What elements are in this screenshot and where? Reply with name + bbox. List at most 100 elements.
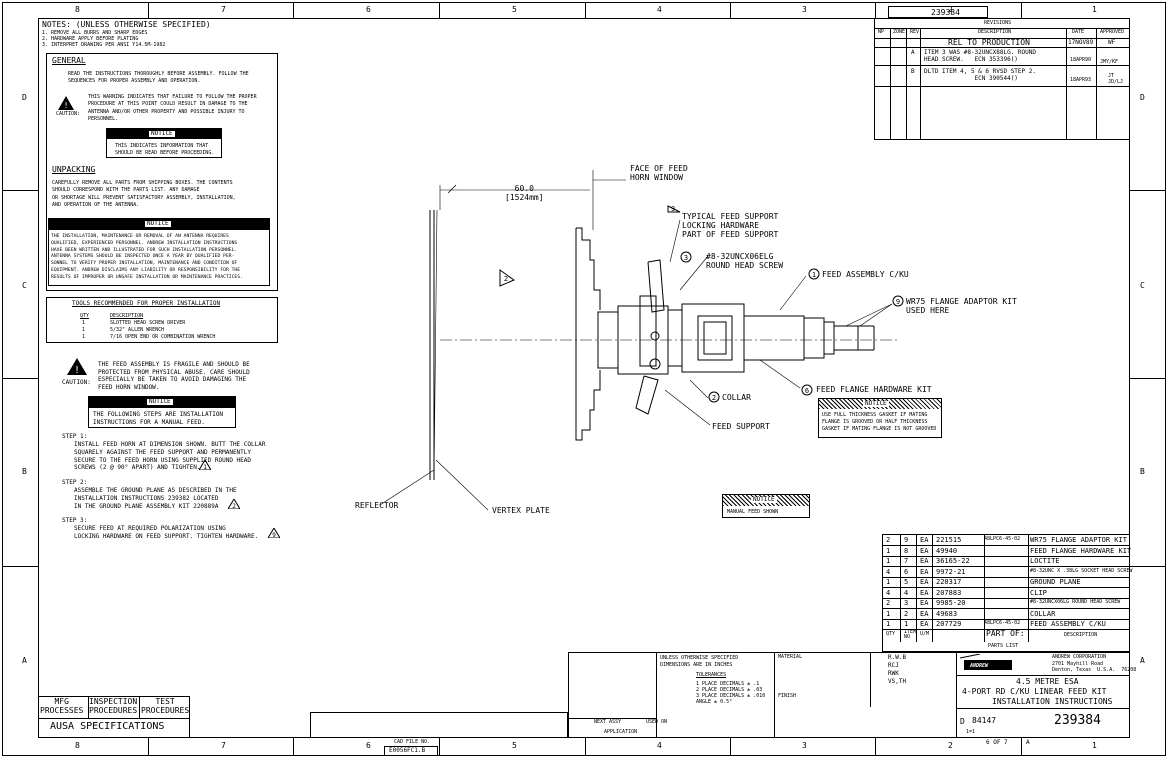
callout-6: 9 (671, 205, 675, 213)
rev-row-2-rev: A (911, 49, 915, 56)
rev-header-date: DATE (1072, 29, 1085, 35)
note-line-1: 1. REMOVE ALL BURRS AND SHARP EDGES (42, 30, 148, 36)
svg-text:!: ! (74, 365, 80, 375)
parts-cell-item: 6 (904, 567, 909, 576)
sheet-value: 6 OF 7 (986, 739, 1008, 746)
zone-label: A (1140, 656, 1145, 665)
parts-cell-item: 3 (904, 599, 909, 607)
face-of-feed-label: FACE OF FEED HORN WINDOW (630, 164, 688, 182)
rev-row-2-appr: JMY/KF (1100, 59, 1119, 65)
parts-cell-qty: 1 (886, 557, 891, 565)
general-panel (46, 53, 278, 291)
proprietary-notice-box (310, 712, 568, 738)
zone-label: 6 (366, 741, 371, 750)
manual-feed-header: NOTICE (723, 495, 809, 506)
parts-col-line (916, 534, 917, 642)
zone-label: B (22, 467, 27, 476)
parts-cell-qty: 2 (886, 599, 891, 607)
title-block (568, 652, 1130, 738)
parts-cell-um: EA (920, 546, 929, 555)
rev-row-3-rev: B (911, 68, 915, 75)
flange-notice-box: NOTICE USE FULL THICKNESS GASKET IF MATI… (818, 398, 942, 438)
tb-vline-3 (870, 652, 871, 707)
spec-mfg: MFG PROCESSES (40, 697, 84, 715)
cad-file-number: E0056FC1.B (389, 747, 426, 754)
approved-by: VS,TH (888, 678, 907, 685)
caution-text: THIS WARNING INDICATES THAT FAILURE TO F… (88, 94, 257, 122)
wr75-label: WR75 FLANGE ADAPTOR KIT USED HERE (906, 297, 1017, 315)
rev-col-line-5 (1096, 28, 1097, 140)
rev-row-2-date: 18APR90 (1070, 57, 1092, 63)
zone-label: D (1140, 93, 1145, 102)
application-label: APPLICATION (604, 729, 638, 735)
parts-cell-part: 207729 (936, 620, 962, 628)
caution-triangle-icon: ! (58, 96, 74, 110)
parts-cell-item: 7 (904, 557, 909, 565)
spec-vline-2 (139, 696, 140, 718)
parts-cell-qty: 1 (886, 578, 891, 586)
flange-notice-header: NOTICE (819, 399, 941, 409)
zone-label: 2 (948, 741, 953, 750)
tools-col-qty: QTY (80, 313, 90, 319)
zone-divider (293, 2, 294, 18)
parts-col-line (900, 534, 901, 642)
rev-col-lines (890, 28, 891, 140)
rev-header-rev: REV (910, 29, 920, 35)
zone-label: 5 (512, 741, 517, 750)
zone-divider (2, 190, 38, 191)
cage-code: 84147 (972, 716, 997, 725)
zone-label: A (22, 656, 27, 665)
caution2-word: CAUTION: (62, 379, 91, 386)
tools-title: TOOLS RECOMMENDED FOR PROPER INSTALLATIO… (72, 300, 221, 307)
parts-cell-desc: GROUND PLANE (1030, 578, 1081, 586)
tolerances-title: TOLERANCES (696, 672, 727, 678)
parts-cell-um: EA (920, 620, 929, 628)
tb-vline-4 (956, 652, 957, 738)
revisions-block (874, 18, 1130, 140)
dimension-label: 60.0 [1524mm] (505, 184, 544, 202)
parts-cell-um: EA (920, 599, 929, 607)
parts-cell-part: 9985-20 (936, 599, 966, 607)
tb-vline-1 (656, 652, 657, 738)
parts-cell-desc: FEED ASSEMBLY C/KU (1030, 620, 1106, 628)
tb-hline-dwg (956, 708, 1130, 709)
parts-cell-um: EA (920, 588, 929, 597)
zone-label: 1 (1092, 5, 1097, 14)
notice-header-2: NOTICE (49, 219, 269, 230)
caution-triangle-icon-2: ! (67, 358, 87, 375)
zone-label: 5 (512, 5, 517, 14)
title-line-3: INSTALLATION INSTRUCTIONS (992, 697, 1113, 706)
manual-feed-label: NOTICE (751, 496, 777, 503)
rev-header-np: NP (878, 29, 885, 35)
used-on-label: USED ON (646, 719, 668, 725)
unpacking-text: CAREFULLY REMOVE ALL PARTS FROM SHIPPING… (52, 180, 236, 208)
step2-triangle-icon: 2 (228, 499, 240, 509)
zone-label: 3 (802, 5, 807, 14)
callout-1: 3 (684, 254, 688, 262)
zone-label: 3 (802, 741, 807, 750)
rev-header-zone: ZONE (893, 29, 906, 35)
spec-ausa: AUSA SPECIFICATIONS (50, 721, 165, 732)
parts-cell-um: EA (920, 578, 929, 586)
callout-2: 1 (812, 271, 816, 279)
zone-label: 7 (221, 5, 226, 14)
rev-col-line-2 (906, 28, 907, 140)
caution2-text: THE FEED ASSEMBLY IS FRAGILE AND SHOULD … (98, 361, 250, 391)
zone-label: 8 (75, 741, 80, 750)
zone-divider (2, 566, 38, 567)
general-intro: READ THE INSTRUCTIONS THOROUGHLY BEFORE … (68, 71, 249, 84)
zone-divider (730, 738, 731, 756)
step3-triangle-icon: 9 (268, 528, 280, 538)
spec-test: TEST PROCEDURES (141, 697, 190, 715)
company-address: 2701 Mayhill Road Denton, Texas U.S.A. 7… (1052, 661, 1137, 673)
tolerance-head: UNLESS OTHERWISE SPECIFIED DIMENSIONS AR… (660, 655, 739, 668)
svg-text:2: 2 (232, 503, 236, 509)
company-name: ANDREW CORPORATION (1052, 654, 1107, 660)
rev-value: A (1026, 739, 1030, 746)
zone-divider (148, 2, 149, 18)
table-row (882, 597, 1130, 599)
zone-divider (1130, 378, 1166, 379)
tolerance-lines: 1 PLACE DECIMALS ± .1 2 PLACE DECIMALS ±… (696, 681, 766, 705)
note-line-2: 2. HARDWARE APPLY BEFORE PLATING (42, 36, 139, 42)
